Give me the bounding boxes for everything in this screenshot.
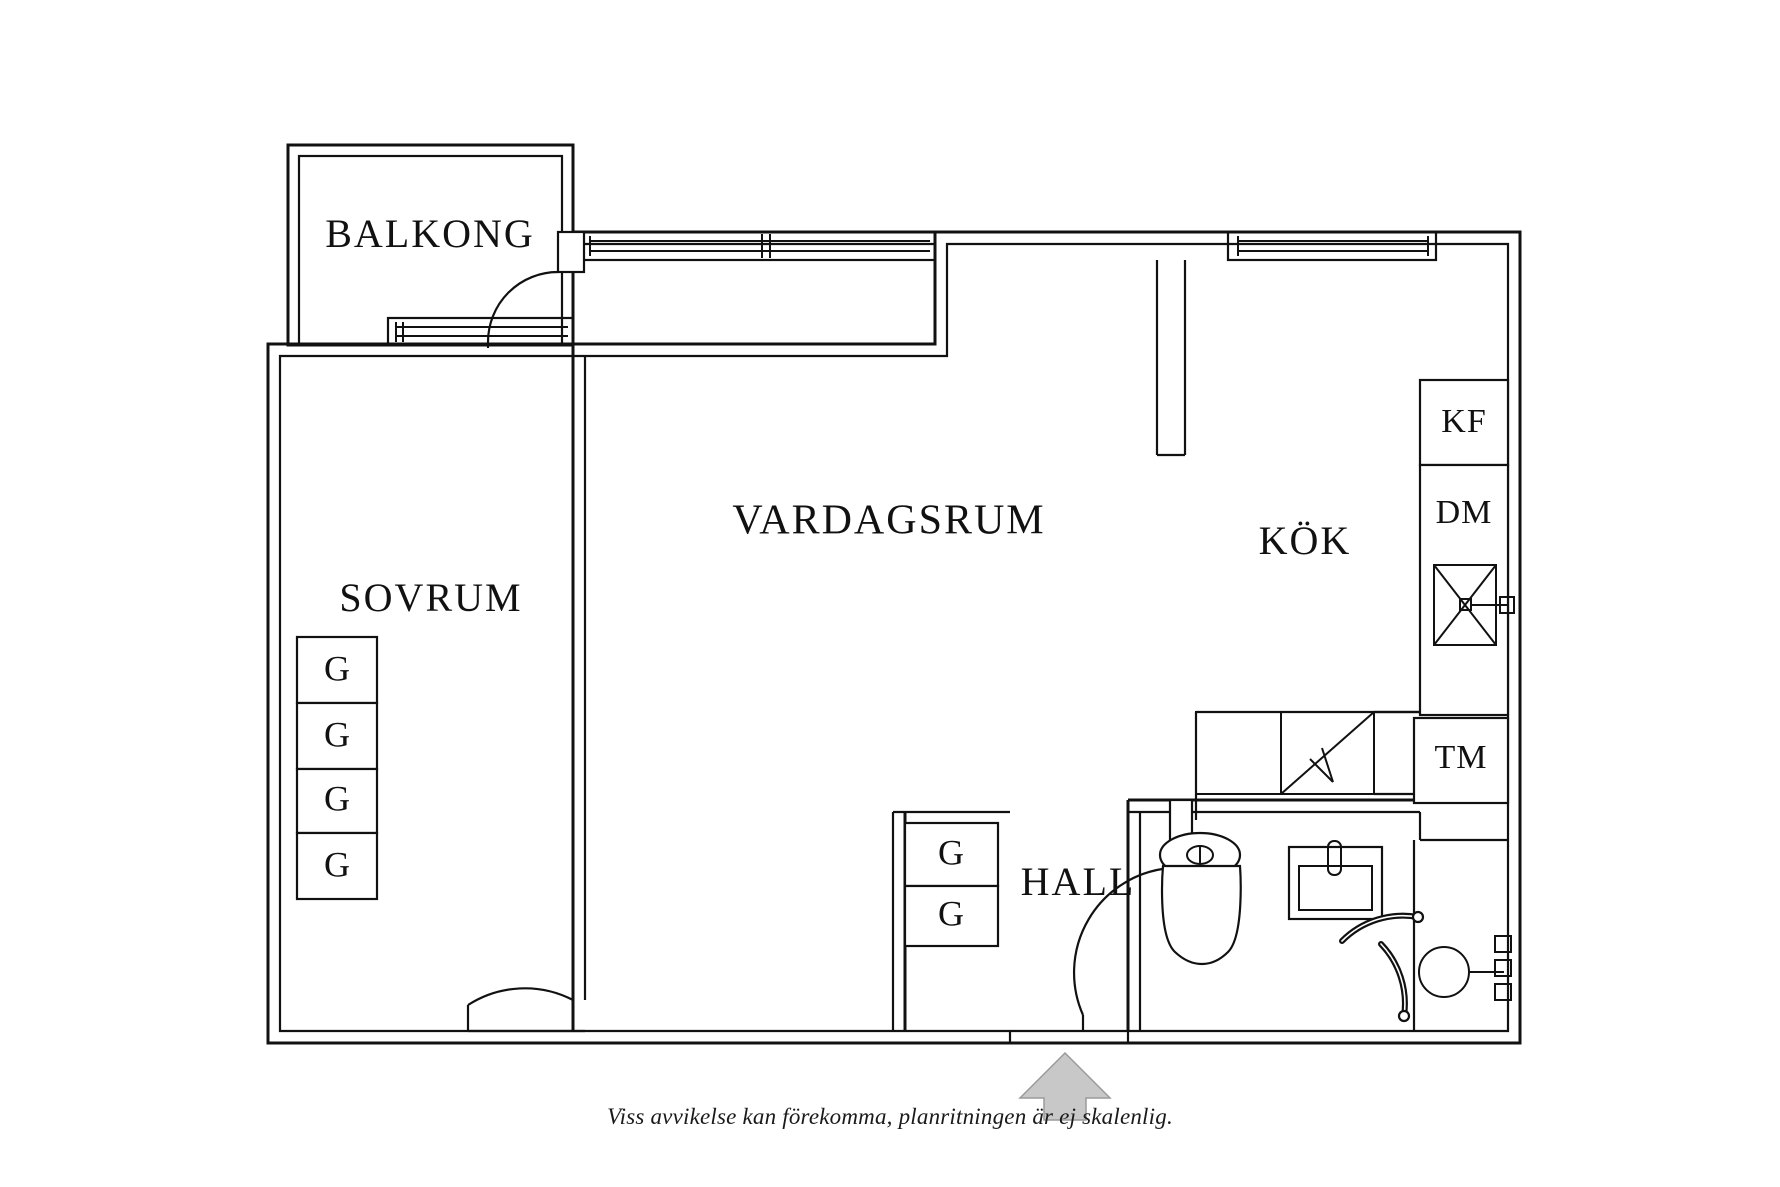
appliance-label-kf: KF [1441,403,1486,440]
door-balcony [486,230,586,348]
appliance-label-tm: TM [1435,739,1488,776]
top-facade-wall [573,230,1520,246]
appliance-label-dm: DM [1436,494,1493,531]
window-living-room [578,230,937,262]
stove-icon [1433,564,1515,646]
entry-wall-jog [1008,1031,1130,1043]
sovrum-wardrobe-stack: G G G G [295,635,379,901]
window-bedroom [386,316,575,346]
washing-machine-box: TM [1412,716,1510,805]
kitchen-partition-stub [1155,260,1187,457]
wardrobe-label-sovrum-2: G [324,714,350,754]
shower-icon [1339,840,1512,1031]
room-label-hall: HALL [1021,859,1136,904]
kitchen-appliance-column: KF DM [1418,378,1515,717]
room-label-kok: KÖK [1259,518,1352,563]
room-label-balkong: BALKONG [325,211,535,256]
hall-wardrobe-stack: G G [891,810,1010,1031]
wardrobe-label-hall-1: G [938,832,964,872]
washbasin-icon [1287,840,1384,921]
room-label-vardagsrum: VARDAGSRUM [732,498,1045,544]
entrance-arrow[interactable] [1018,1051,1112,1121]
door-bedroom [466,987,585,1033]
plan-disclaimer-caption: Viss avvikelse kan förekomma, planritnin… [607,1104,1173,1129]
wardrobe-label-sovrum-1: G [324,648,350,688]
window-kitchen [1226,230,1438,262]
wardrobe-label-hall-2: G [938,893,964,933]
sovrum-walls [288,343,587,1031]
wardrobe-label-sovrum-4: G [324,844,350,884]
toilet-icon [1158,831,1242,965]
kitchen-counter [1194,710,1420,820]
wardrobe-label-sovrum-3: G [324,778,350,818]
room-label-sovrum: SOVRUM [339,575,522,620]
